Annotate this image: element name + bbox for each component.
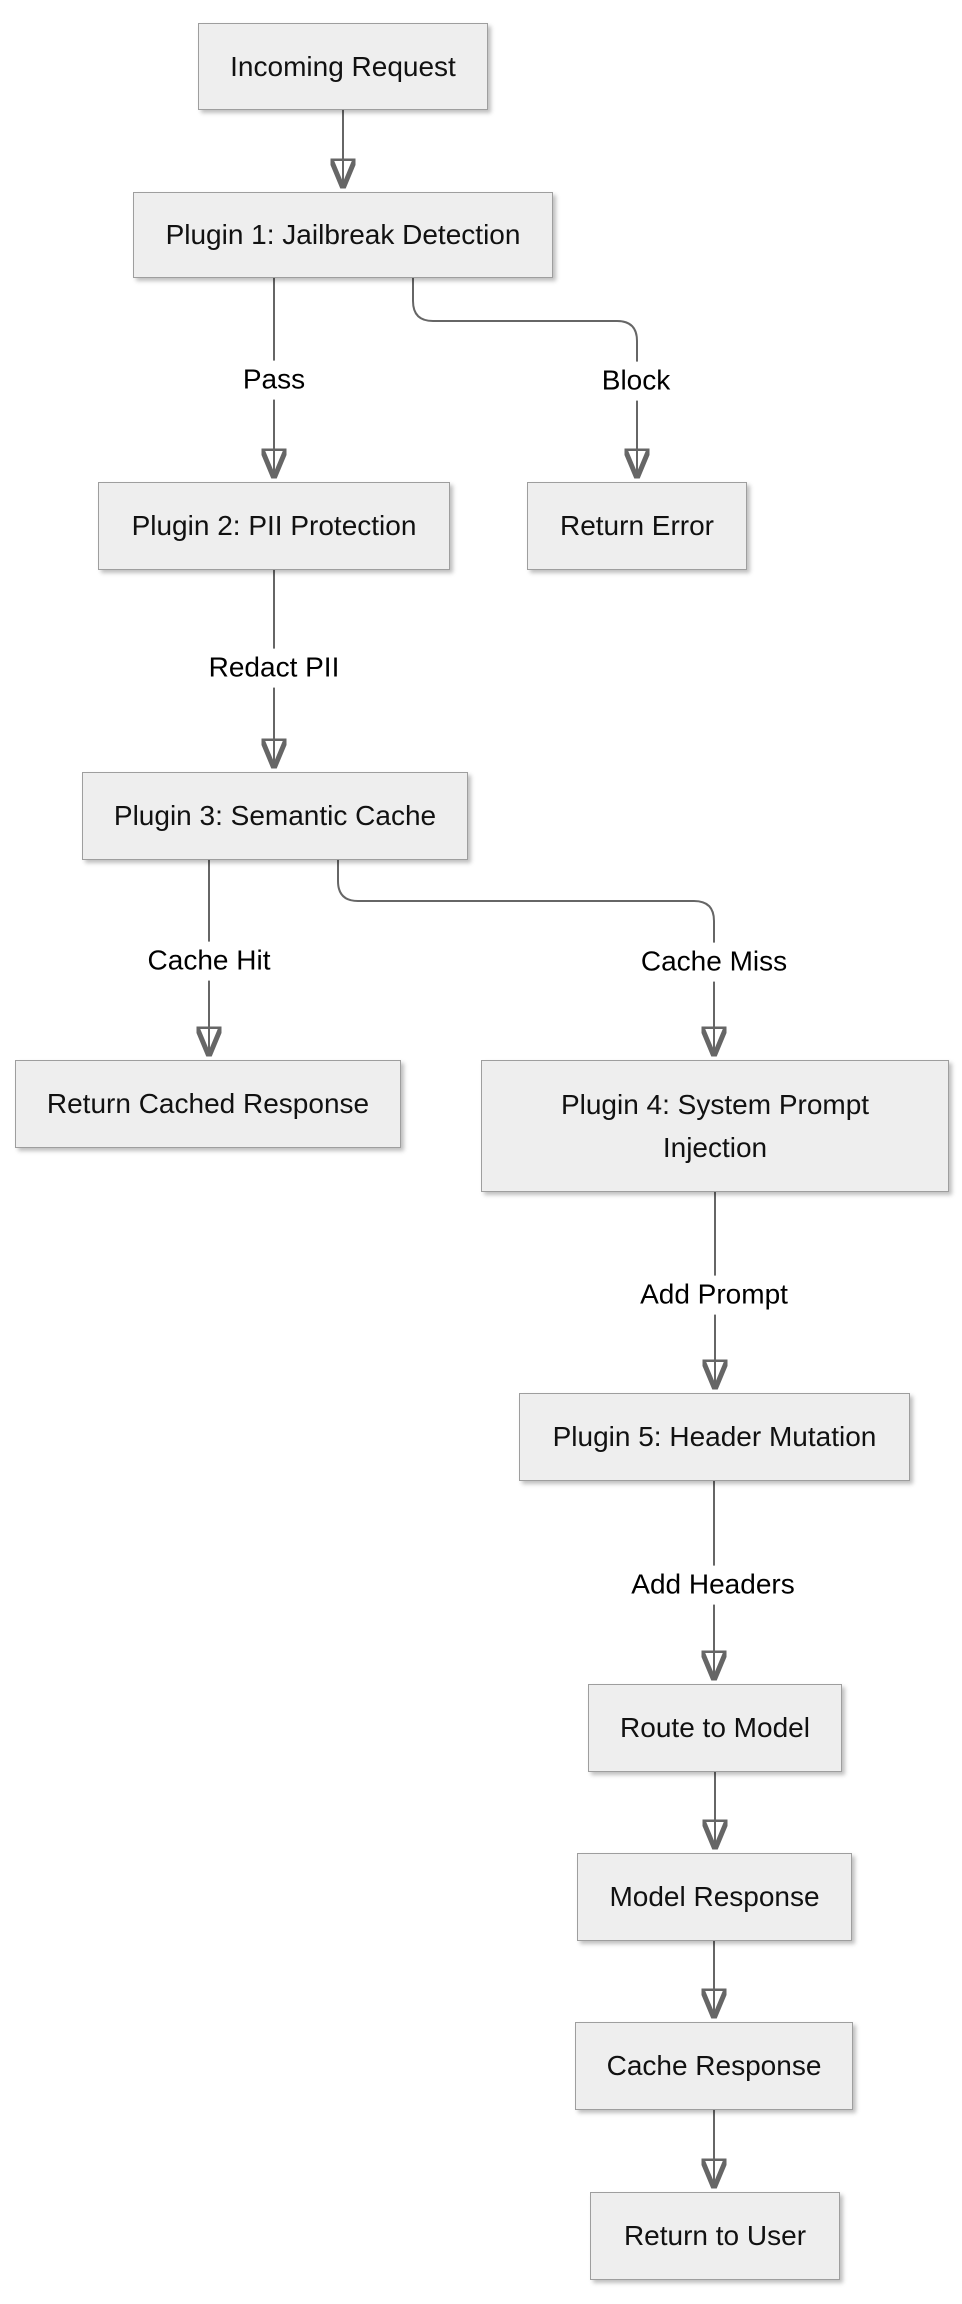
node-label: Return Error	[559, 510, 715, 542]
edge-label-pass: Pass	[232, 360, 316, 400]
node-plugin2-pii-protection: Plugin 2: PII Protection	[98, 482, 450, 570]
edge-plugin1-block-to-return-error	[412, 278, 637, 476]
edge-label-cache-miss: Cache Miss	[630, 942, 798, 982]
node-label: Cache Response	[606, 2050, 822, 2082]
node-return-to-user: Return to User	[590, 2192, 840, 2280]
node-label: Return Cached Response	[46, 1088, 370, 1120]
node-label: Route to Model	[620, 1712, 810, 1744]
node-label: Incoming Request	[230, 50, 456, 82]
node-cache-response: Cache Response	[575, 2022, 853, 2110]
node-label: Plugin 4: System Prompt Injection	[560, 1088, 870, 1163]
node-label: Return to User	[623, 2220, 807, 2252]
node-label: Plugin 5: Header Mutation	[552, 1421, 877, 1453]
node-label: Plugin 2: PII Protection	[131, 510, 417, 542]
node-model-response: Model Response	[577, 1853, 852, 1941]
node-return-error: Return Error	[527, 482, 747, 570]
node-plugin4-system-prompt-injection: Plugin 4: System Prompt Injection	[481, 1060, 949, 1192]
edge-label-add-headers: Add Headers	[621, 1565, 805, 1605]
edge-label-redact-pii: Redact PII	[198, 648, 350, 688]
node-plugin1-jailbreak-detection: Plugin 1: Jailbreak Detection	[133, 192, 553, 278]
edge-label-add-prompt: Add Prompt	[630, 1275, 798, 1315]
node-plugin3-semantic-cache: Plugin 3: Semantic Cache	[82, 772, 468, 860]
node-label: Model Response	[609, 1881, 820, 1913]
node-return-cached-response: Return Cached Response	[15, 1060, 401, 1148]
edge-label-cache-hit: Cache Hit	[137, 941, 281, 981]
node-incoming-request: Incoming Request	[198, 23, 488, 110]
node-label: Plugin 1: Jailbreak Detection	[165, 219, 521, 251]
edge-plugin3-cachemiss-to-plugin4	[337, 860, 714, 1054]
edge-label-block: Block	[591, 361, 681, 401]
node-plugin5-header-mutation: Plugin 5: Header Mutation	[519, 1393, 910, 1481]
node-label: Plugin 3: Semantic Cache	[113, 800, 437, 832]
node-route-to-model: Route to Model	[588, 1684, 842, 1772]
